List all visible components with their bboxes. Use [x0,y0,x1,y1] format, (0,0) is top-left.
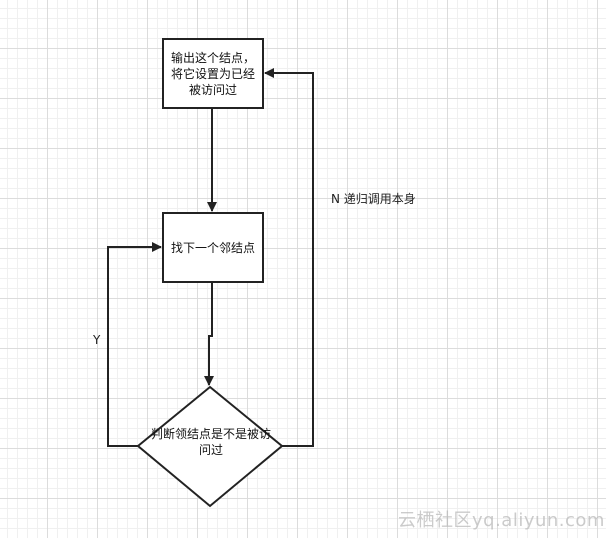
edge-find-to-decision [204,283,214,386]
edge-label-no: N 递归调用本身 [331,192,416,206]
process-box-output: 输出这个结点，将它设置为已经被访问过 [162,38,264,109]
decision-text: 判断领结点是不是被访问过 [150,427,271,457]
process-box-find-text: 找下一个邻结点 [170,240,255,255]
watermark: 云栖社区yq.aliyun.com [398,510,605,531]
edge-decision-yes-loop [107,242,162,447]
process-box-output-text: 输出这个结点，将它设置为已经被访问过 [170,50,255,97]
decision-diamond [136,385,284,508]
edge-label-yes: Y [93,333,101,347]
process-box-find-neighbor: 找下一个邻结点 [162,212,264,283]
edge-decision-no-loop [264,68,314,447]
